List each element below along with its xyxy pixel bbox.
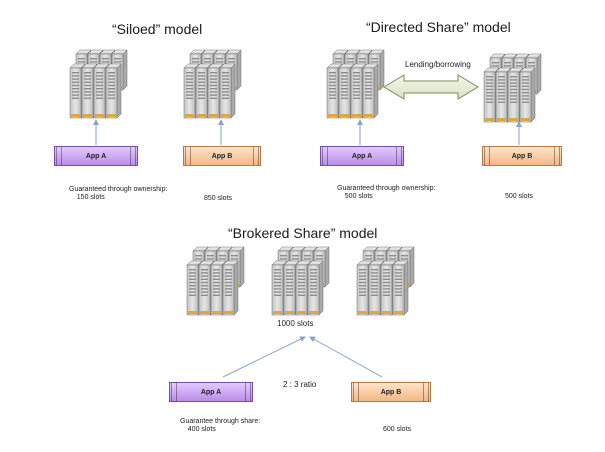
brokered-caption-b: 600 slots: [383, 426, 412, 433]
directed-app-a-servers: [326, 49, 385, 119]
siloed-app-a-servers: [69, 49, 128, 119]
siloed-caption-a: Guaranteed through ownership: 150 slots: [69, 186, 168, 201]
brokered-pool-servers-3: [356, 246, 415, 316]
brokered-pool-servers-2: [271, 246, 330, 316]
brokered-app-b-label: App B: [380, 388, 402, 396]
server-icon: [307, 260, 324, 316]
siloed-app-b-label: App B: [211, 152, 233, 160]
directed-app-b-box: App B: [482, 146, 562, 166]
directed-app-a-box: App A: [320, 146, 404, 166]
brokered-model-title: “Brokered Share” model: [228, 225, 378, 241]
server-icon: [105, 63, 122, 119]
server-icon: [392, 260, 409, 316]
directed-app-b-label: App B: [511, 152, 533, 160]
siloed-app-a-box: App A: [54, 146, 138, 166]
brokered-app-b-arrow: [309, 336, 383, 378]
brokered-app-a-label: App A: [200, 388, 222, 396]
siloed-app-b-box: App B: [183, 146, 261, 166]
server-icon: [519, 67, 536, 123]
directed-app-b-servers: [483, 53, 542, 123]
server-icon: [219, 63, 236, 119]
lending-double-arrow: [383, 74, 479, 100]
directed-model-title: “Directed Share” model: [366, 19, 511, 35]
siloed-app-b-servers: [183, 49, 242, 119]
directed-caption-a: Guaranteed through ownership: 500 slots: [337, 185, 436, 200]
server-icon: [222, 260, 239, 316]
brokered-app-b-box: App B: [351, 382, 431, 402]
siloed-app-a-label: App A: [85, 152, 107, 160]
siloed-model-title: “Siloed” model: [112, 21, 203, 37]
brokered-app-a-box: App A: [169, 382, 253, 402]
brokered-app-a-arrow: [222, 336, 306, 378]
siloed-caption-b: 850 slots: [204, 195, 233, 202]
brokered-pool-servers-1: [186, 246, 245, 316]
lending-borrowing-label: Lending/borrowing: [405, 60, 471, 69]
directed-caption-b: 500 slots: [505, 193, 534, 200]
server-groups: [69, 49, 542, 316]
directed-app-a-label: App A: [351, 152, 373, 160]
brokered-caption-a: Guarantee through share: 400 slots: [180, 418, 261, 433]
pool-slots-label: 1000 slots: [277, 319, 314, 328]
ratio-label: 2 : 3 ratio: [283, 380, 317, 389]
server-icon: [362, 63, 379, 119]
